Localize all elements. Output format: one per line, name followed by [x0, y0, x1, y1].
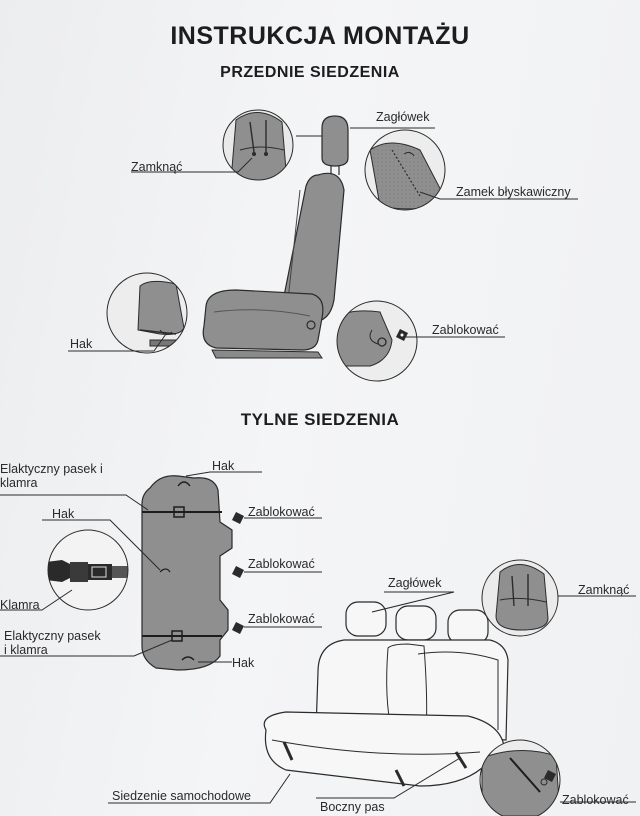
front-section-title: PRZEDNIE SIEDZENIA	[220, 64, 400, 81]
label-zipper: Zamek błyskawiczny	[456, 185, 571, 199]
label-lock-3: Zablokować	[248, 612, 315, 626]
label-hook-front: Hak	[70, 337, 93, 351]
label-elastic-strap-top: Elaktyczny pasek i klamra	[0, 462, 103, 490]
rear-leader-lines	[0, 471, 322, 663]
rear-lock-icons	[232, 512, 244, 634]
zoom-rear-headrest-close	[481, 559, 559, 637]
label-buckle: Klamra	[0, 598, 40, 612]
label-hook-bottom: Hak	[232, 656, 255, 670]
lock-wrench-icon	[396, 329, 408, 341]
label-lock-front: Zablokować	[432, 323, 499, 337]
label-lock-bottom: Zablokować	[562, 793, 629, 807]
label-lock-1: Zablokować	[248, 505, 315, 519]
rear-bench-illustration	[263, 601, 509, 787]
bench-leader-lines	[108, 591, 636, 804]
label-close-rear: Zamknąć	[578, 583, 630, 597]
label-headrest-front: Zagłówek	[376, 110, 430, 124]
label-elastic-strap-bottom: Elaktyczny pasek i klamra	[4, 629, 101, 657]
document-title: INSTRUKCJA MONTAŻU	[170, 22, 470, 50]
rear-seat-cover-illustration	[141, 475, 233, 671]
zoom-rear-lock	[479, 739, 561, 816]
front-leader-lines	[68, 127, 578, 352]
rear-section-title: TYLNE SIEDZENIA	[240, 410, 400, 429]
buckle-icon	[47, 529, 129, 611]
label-car-seat: Siedzenie samochodowe	[112, 789, 251, 803]
label-headrest-rear: Zagłówek	[388, 576, 442, 590]
label-side-strap: Boczny pas	[320, 800, 385, 814]
front-seat-illustration	[202, 115, 349, 359]
zoom-lock-front	[336, 300, 418, 382]
zoom-hook	[106, 272, 188, 354]
zoom-zipper	[364, 129, 446, 211]
rear-lock-wrench-icon	[544, 770, 556, 782]
label-hook-left: Hak	[52, 507, 75, 521]
label-close-front: Zamknąć	[131, 160, 183, 174]
label-hook-top: Hak	[212, 459, 235, 473]
label-lock-2: Zablokować	[248, 557, 315, 571]
zoom-headrest-close	[222, 109, 294, 181]
